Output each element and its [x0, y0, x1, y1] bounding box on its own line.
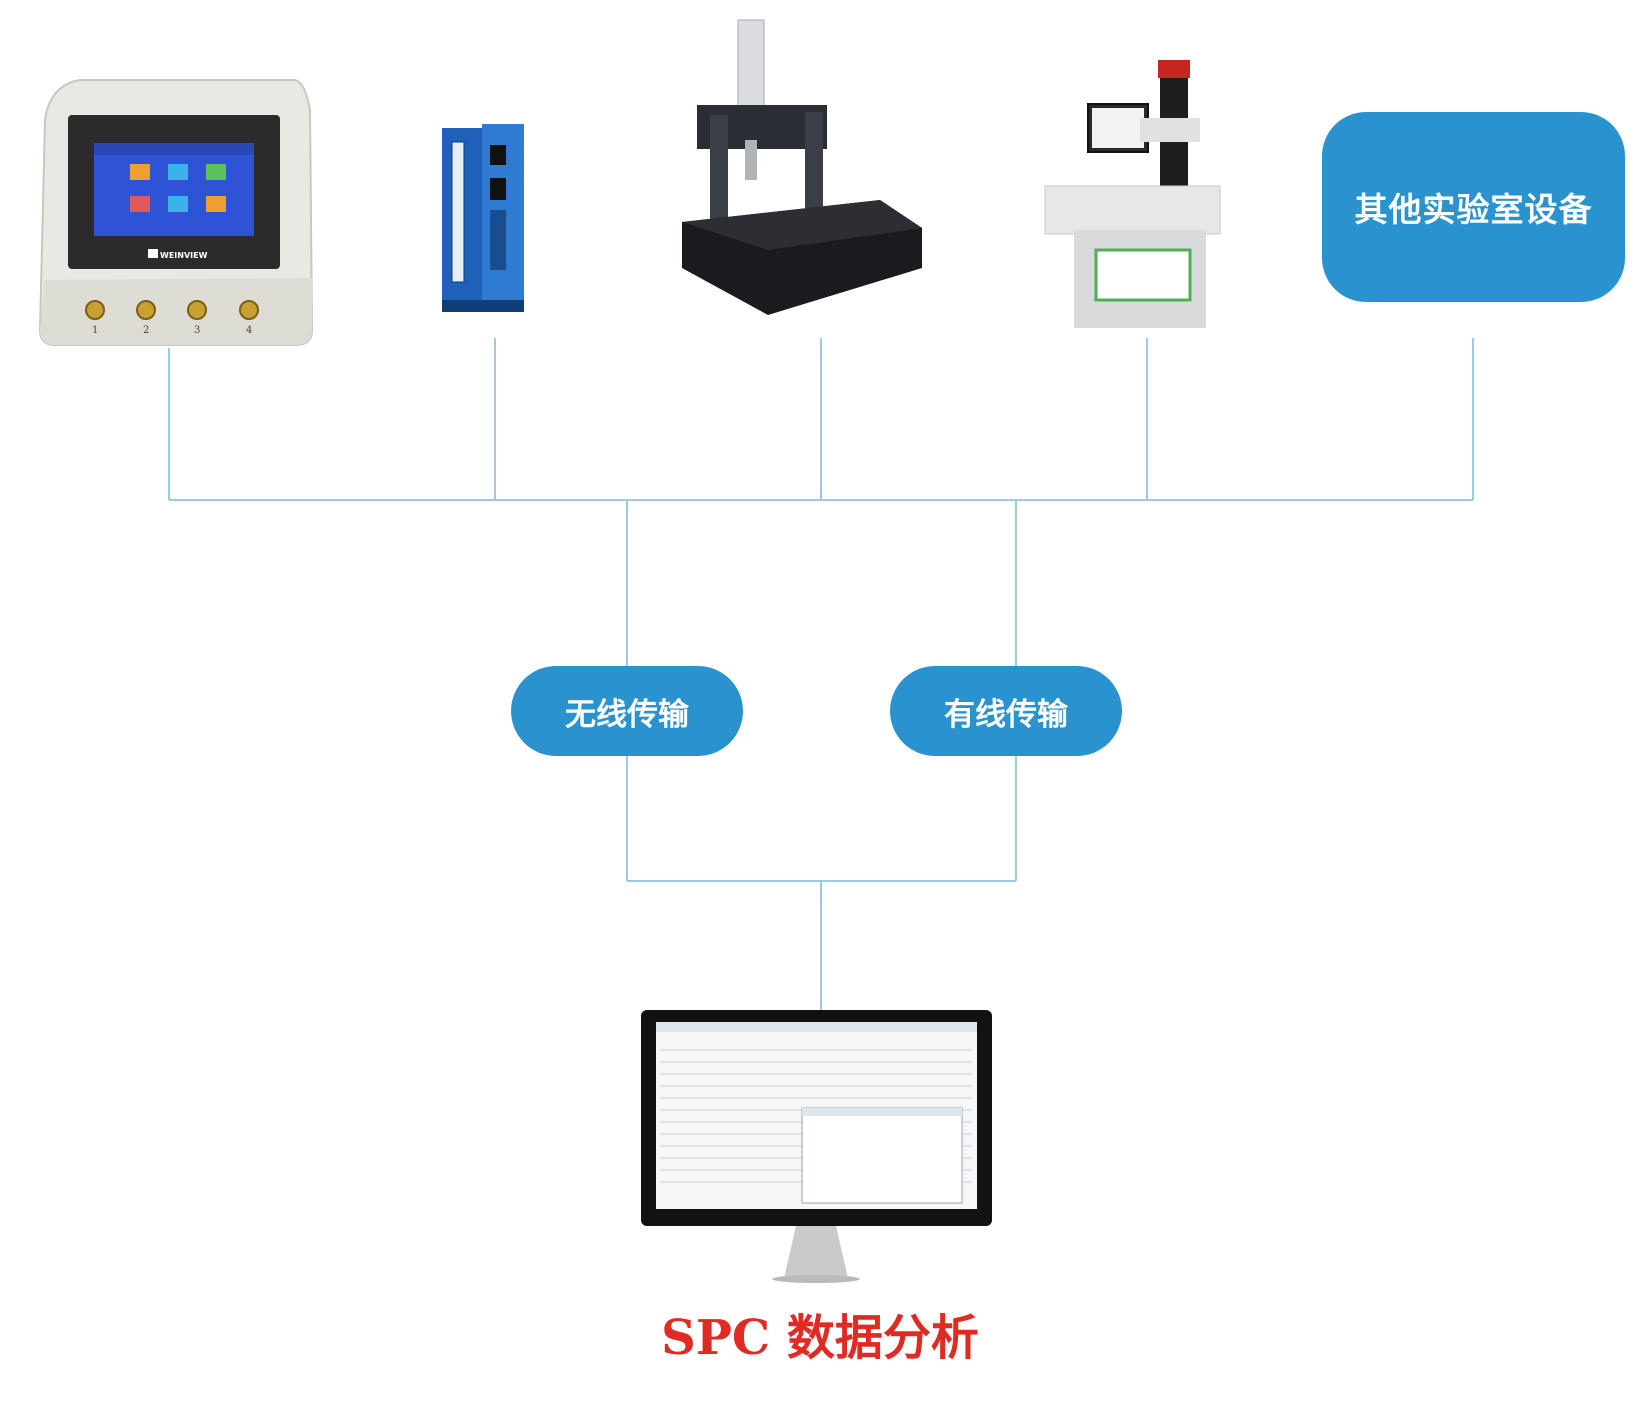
wireless-transmission-label: 无线传输	[565, 696, 689, 733]
other-lab-equipment-label: 其他实验室设备	[1354, 190, 1593, 229]
wired-transmission-label: 有线传输	[944, 696, 1068, 733]
connector-lines	[168, 338, 1474, 1010]
wired-transmission-node: 有线传输	[890, 666, 1122, 756]
column-gauge-device	[442, 124, 524, 312]
port-label-4: 4	[246, 325, 252, 336]
tester-brand-logo: WEINVIEW	[160, 251, 208, 260]
screen-app-icons	[130, 164, 226, 212]
port-label-1: 1	[92, 325, 98, 336]
spc-monitor-device	[641, 1010, 992, 1283]
touchscreen-tester-device: WEINVIEW 1 2 3 4	[38, 79, 314, 346]
other-lab-equipment-box: 其他实验室设备	[1322, 112, 1625, 302]
roughness-tester-device	[1044, 60, 1221, 328]
tester-ports	[85, 300, 259, 320]
spc-analysis-title: SPC 数据分析	[661, 1310, 979, 1366]
port-label-3: 3	[194, 325, 200, 336]
wireless-transmission-node: 无线传输	[511, 666, 743, 756]
cmm-machine-device	[682, 19, 922, 315]
port-label-2: 2	[143, 325, 149, 336]
